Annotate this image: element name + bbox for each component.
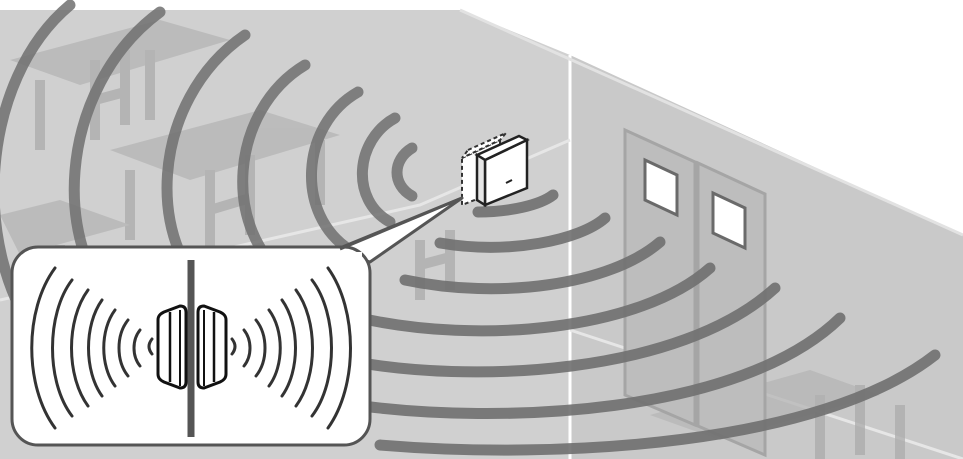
inset-device-left bbox=[158, 306, 186, 388]
device-edge bbox=[477, 155, 485, 205]
inset-device-right bbox=[198, 306, 226, 388]
device-body bbox=[198, 306, 226, 388]
device-body bbox=[158, 306, 186, 388]
